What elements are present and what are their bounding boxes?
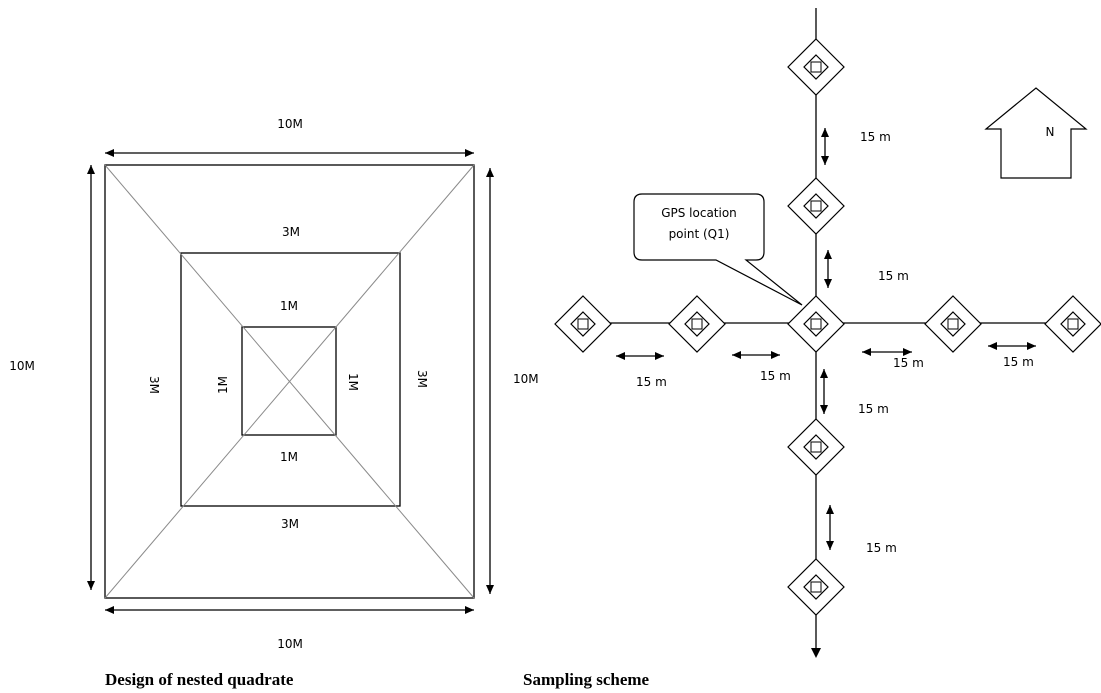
sampling-plot xyxy=(787,177,845,235)
middle-top-label: 3M xyxy=(282,225,300,239)
sampling-plot xyxy=(668,295,726,353)
gps-callout-bubble xyxy=(633,193,803,306)
plot-inner-square xyxy=(577,318,589,330)
spacing-label: 15 m xyxy=(860,130,891,144)
spacing-label: 15 m xyxy=(1003,355,1034,369)
plot-inner-diamond xyxy=(570,311,596,337)
outer-top-label: 10M xyxy=(277,117,303,131)
plot-inner-square xyxy=(810,581,822,593)
inner-bottom-label: 1M xyxy=(280,450,298,464)
plot-inner-diamond xyxy=(1060,311,1086,337)
inner-right-label: 1M xyxy=(346,373,360,391)
sampling-plot xyxy=(787,38,845,96)
north-arrow-icon xyxy=(984,87,1088,179)
plot-inner-square xyxy=(810,318,822,330)
sampling-plot xyxy=(787,558,845,616)
plot-inner-diamond xyxy=(684,311,710,337)
inner-quadrat-1m xyxy=(241,326,337,436)
sampling-plot xyxy=(787,418,845,476)
outer-bottom-label: 10M xyxy=(277,637,303,651)
plot-inner-diamond xyxy=(803,574,829,600)
plot-inner-square xyxy=(1067,318,1079,330)
middle-left-label: 3M xyxy=(147,376,161,394)
spacing-label: 15 m xyxy=(760,369,791,383)
inner-top-label: 1M xyxy=(280,299,298,313)
nested-quadrat-diagram: 10M 10M 10M 3M 3M 3M 3M 1M 1M 1M 1M Desi… xyxy=(9,117,494,689)
spacing-label: 15 m xyxy=(893,356,924,370)
sampling-plot xyxy=(1044,295,1101,353)
plot-inner-square xyxy=(810,61,822,73)
plot-inner-square xyxy=(691,318,703,330)
north-label: N xyxy=(1046,125,1055,139)
plot-inner-square xyxy=(947,318,959,330)
plot-inner-diamond xyxy=(803,193,829,219)
plot-inner-diamond xyxy=(940,311,966,337)
spacing-label: 15 m xyxy=(636,375,667,389)
middle-bottom-label: 3M xyxy=(281,517,299,531)
plot-inner-square xyxy=(810,441,822,453)
spacing-label: 15 m xyxy=(858,402,889,416)
sampling-plot xyxy=(787,295,845,353)
middle-quadrat-3m xyxy=(180,252,401,507)
sampling-plot xyxy=(924,295,982,353)
south-arrow-head xyxy=(811,648,821,658)
middle-right-label: 3M xyxy=(415,370,429,388)
gps-callout-line1: GPS location xyxy=(661,206,737,220)
inner-left-label: 1M xyxy=(216,376,230,394)
outer-left-label: 10M xyxy=(9,359,35,373)
plot-group xyxy=(554,38,1101,616)
plot-inner-diamond xyxy=(803,434,829,460)
gps-callout-line2: point (Q1) xyxy=(669,227,730,241)
diagonal-line xyxy=(104,164,475,599)
spacing-label: 15 m xyxy=(866,541,897,555)
west-label: 10M xyxy=(513,372,539,386)
plot-inner-diamond xyxy=(803,54,829,80)
outer-quadrat-10m xyxy=(104,164,475,599)
plot-inner-diamond xyxy=(803,311,829,337)
nested-quadrat-caption: Design of nested quadrate xyxy=(105,670,294,689)
sampling-plot xyxy=(554,295,612,353)
plot-inner-square xyxy=(810,200,822,212)
sampling-scheme-caption: Sampling scheme xyxy=(523,670,650,689)
sampling-scheme-diagram: 15 m 15 m 15 m 15 m 15 m 15 m 15 m 15 m … xyxy=(513,8,1101,689)
spacing-label: 15 m xyxy=(878,269,909,283)
